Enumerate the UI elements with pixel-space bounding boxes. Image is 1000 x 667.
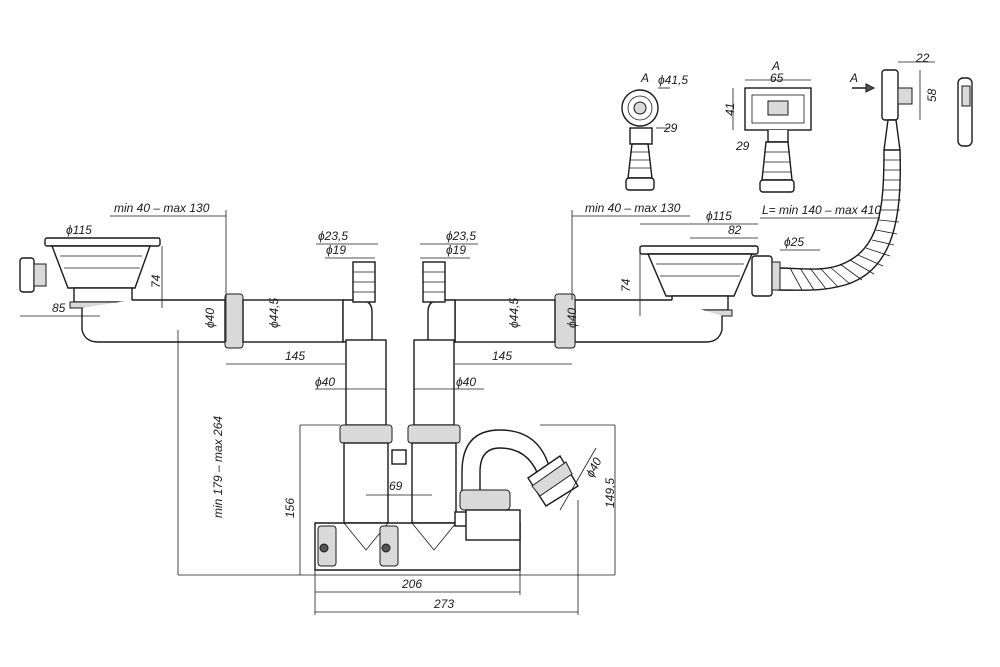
label-d273: 273 xyxy=(433,597,454,611)
outlet-trap xyxy=(459,429,579,541)
label-hose-length: L= min 140 – max 410 xyxy=(762,203,881,217)
label-d40-mid-right: ϕ40 xyxy=(456,375,476,389)
dimension-lines xyxy=(20,210,880,615)
label-height-range: min 179 – max 264 xyxy=(211,416,225,518)
label-d58: 58 xyxy=(925,88,939,102)
overflow-side-view xyxy=(852,61,973,151)
label-d156: 156 xyxy=(283,498,297,518)
label-d40-right: ϕ40 xyxy=(565,308,579,328)
label-d23-5-right: ϕ23,5 xyxy=(446,229,476,243)
label-d19-left: ϕ19 xyxy=(326,243,346,257)
right-vertical-pipe xyxy=(407,261,461,524)
label-view-a-2: A xyxy=(771,59,780,73)
left-vertical-pipe xyxy=(339,261,393,524)
overflow-round-view xyxy=(621,87,670,191)
corrugated-hose xyxy=(777,149,901,291)
label-min-max-right: min 40 – max 130 xyxy=(585,201,681,215)
label-d145-left: 145 xyxy=(285,349,305,363)
label-d23-5-left: ϕ23,5 xyxy=(318,229,348,243)
label-d149-5: 149,5 xyxy=(603,478,617,508)
label-d40-trap: ϕ40 xyxy=(583,455,605,480)
label-d22: 22 xyxy=(915,51,930,65)
label-min-max-left: min 40 – max 130 xyxy=(114,201,210,215)
label-d25: ϕ25 xyxy=(784,235,804,249)
label-d82: 82 xyxy=(728,223,742,237)
right-sink-strainer xyxy=(639,245,781,317)
dimension-labels: A ϕ41,5 29 A 65 41 29 A 22 58 min 40 – m… xyxy=(52,51,939,611)
label-d40-mid-left: ϕ40 xyxy=(315,375,335,389)
label-d145-right: 145 xyxy=(492,349,512,363)
label-d44-5-left: ϕ44,5 xyxy=(267,298,281,328)
label-view-a-1: A xyxy=(640,71,649,85)
label-d65: 65 xyxy=(770,71,784,85)
overflow-rect-view xyxy=(732,79,812,193)
right-outlet-arm xyxy=(427,293,723,349)
bottle-siphon-base xyxy=(314,449,521,571)
label-d19-right: ϕ19 xyxy=(446,243,466,257)
label-d41-5: ϕ41,5 xyxy=(658,73,688,87)
left-sink-strainer xyxy=(19,237,161,309)
label-d29-view1: 29 xyxy=(663,121,678,135)
label-d206: 206 xyxy=(401,577,422,591)
label-d69: 69 xyxy=(389,479,403,493)
label-view-a-arrow: A xyxy=(849,71,858,85)
label-d74-left: 74 xyxy=(149,274,163,288)
label-d40-left: ϕ40 xyxy=(203,308,217,328)
label-d41: 41 xyxy=(723,103,737,116)
label-d44-5-right: ϕ44,5 xyxy=(507,298,521,328)
label-d85: 85 xyxy=(52,301,66,315)
left-outlet-arm xyxy=(81,293,373,349)
label-d74-right: 74 xyxy=(619,278,633,292)
label-d29-view2: 29 xyxy=(735,139,750,153)
label-d115-right: ϕ115 xyxy=(706,209,732,223)
label-d115-left: ϕ115 xyxy=(66,223,92,237)
